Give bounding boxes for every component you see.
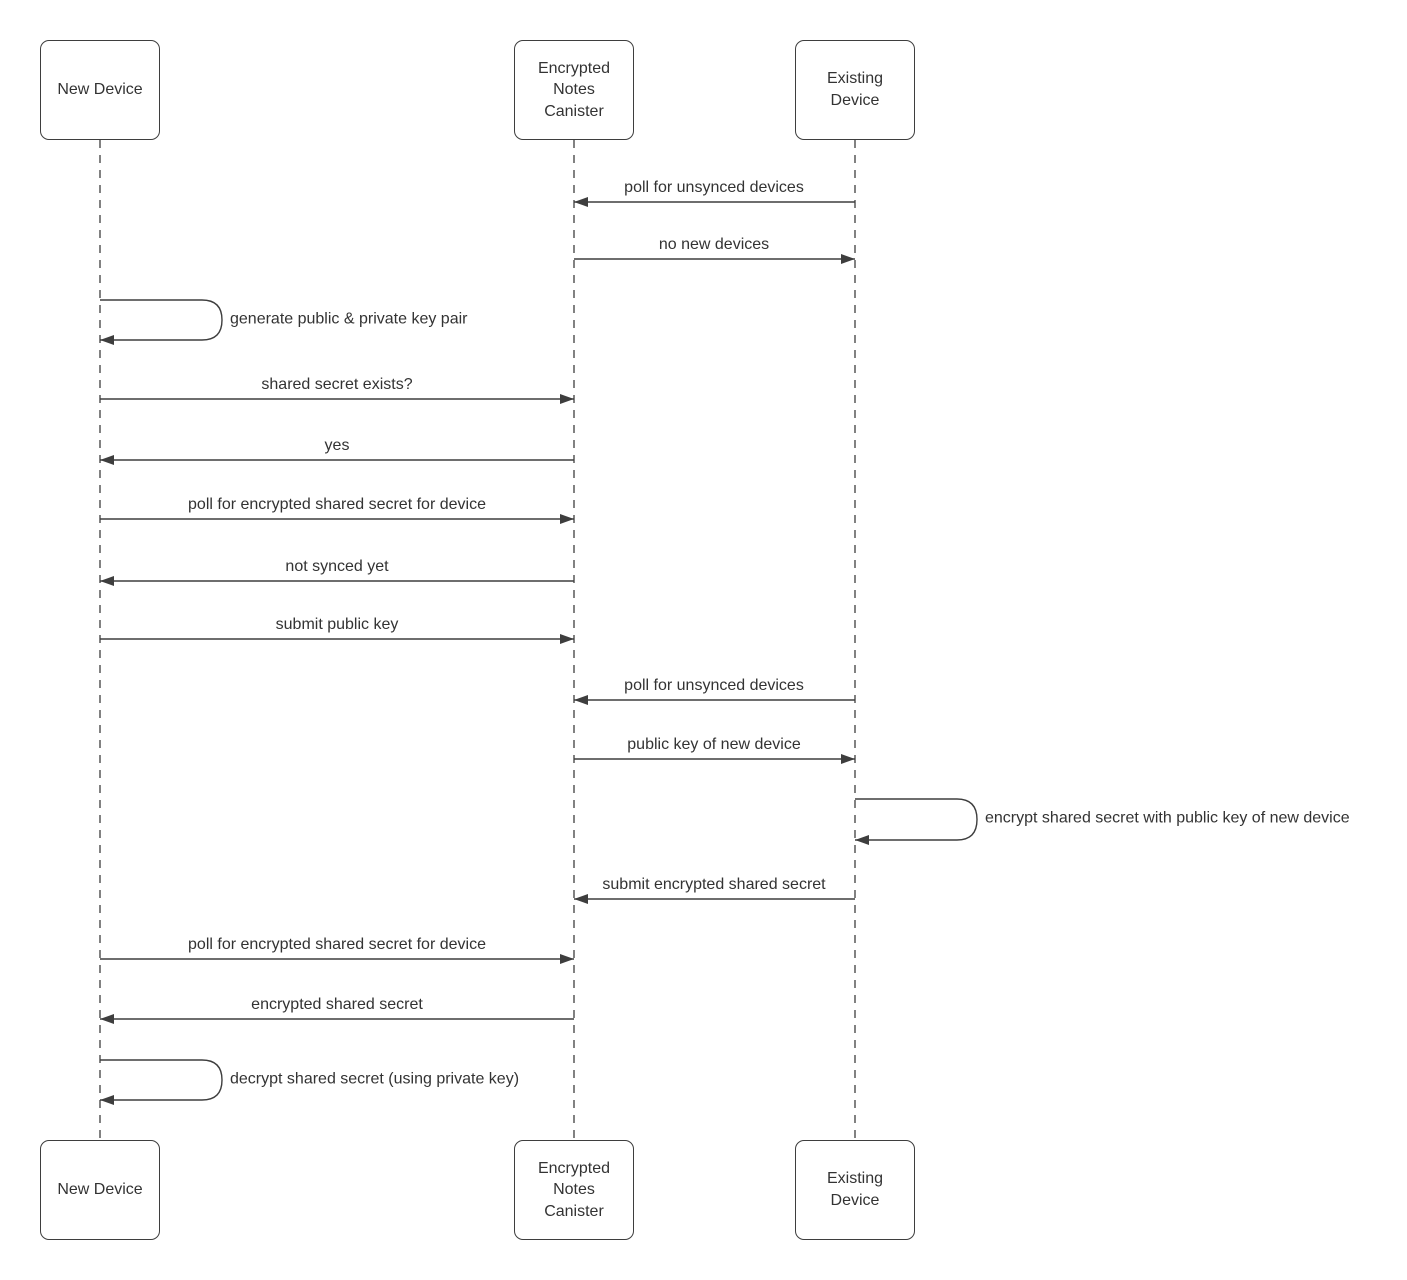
self-loop-arrow-14 (100, 1059, 223, 1105)
actor-box-encrypted-notes-canister-bottom: Encrypted Notes Canister (514, 1140, 634, 1240)
actor-box-new-device-bottom: New Device (40, 1140, 160, 1240)
message-label: not synced yet (283, 556, 391, 576)
actor-box-existing-device-top: Existing Device (795, 40, 915, 140)
self-loop-arrow-10 (855, 798, 978, 845)
message-label: poll for unsynced devices (622, 177, 806, 197)
message-label: submit public key (273, 614, 401, 634)
actor-box-existing-device-bottom: Existing Device (795, 1140, 915, 1240)
message-label: decrypt shared secret (using private key… (230, 1070, 520, 1088)
actor-box-encrypted-notes-canister-top: Encrypted Notes Canister (514, 40, 634, 140)
message-label: submit encrypted shared secret (600, 874, 828, 894)
actor-label: Existing Device (826, 1170, 884, 1209)
actor-label: New Device (57, 81, 143, 99)
message-label: poll for encrypted shared secret for dev… (186, 494, 488, 514)
actor-label: Encrypted Notes Canister (537, 59, 611, 120)
actor-box-new-device-top: New Device (40, 40, 160, 140)
message-label: poll for encrypted shared secret for dev… (186, 934, 488, 954)
message-label: yes (322, 435, 352, 455)
message-label: no new devices (656, 234, 772, 254)
message-label: encrypted shared secret (249, 994, 425, 1014)
message-label: public key of new device (625, 734, 803, 754)
actor-label: New Device (57, 1181, 143, 1199)
message-label: shared secret exists? (259, 374, 415, 394)
message-label: generate public & private key pair (230, 310, 468, 328)
message-label: encrypt shared secret with public key of… (985, 809, 1350, 827)
actor-label: Existing Device (826, 70, 884, 109)
actor-label: Encrypted Notes Canister (537, 1159, 611, 1220)
message-label: poll for unsynced devices (622, 675, 806, 695)
self-loop-arrow-2 (100, 299, 223, 345)
